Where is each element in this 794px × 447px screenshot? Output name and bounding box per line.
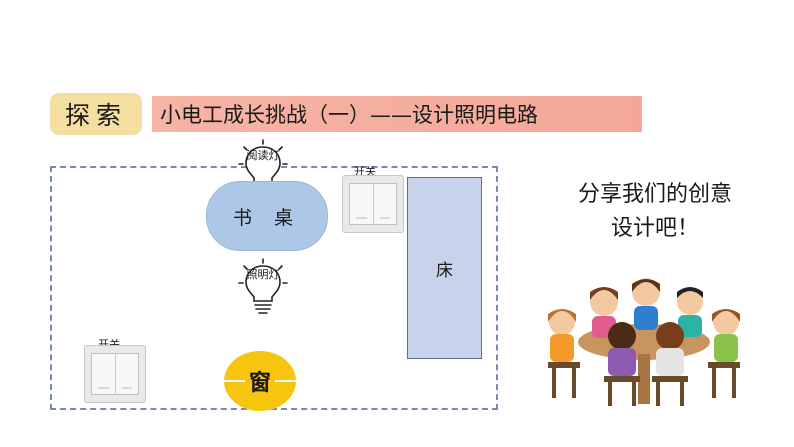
share-prompt: 分享我们的创意 设计吧！ bbox=[560, 178, 750, 246]
bed: 床 bbox=[407, 177, 482, 359]
bed-label: 床 bbox=[436, 260, 453, 281]
main-lamp-label: 照明灯 bbox=[246, 268, 280, 281]
desk-label: 书 桌 bbox=[232, 206, 302, 229]
switch-bottom-icon bbox=[84, 345, 146, 403]
desk: 书 桌 bbox=[206, 181, 328, 251]
window-label: 窗 bbox=[244, 365, 275, 397]
window: 窗 bbox=[224, 351, 296, 411]
main-lamp-bulb-icon: 照明灯 bbox=[238, 257, 288, 317]
explore-tag: 探索 bbox=[50, 93, 142, 135]
switch-top-icon bbox=[342, 175, 404, 233]
switch-top-label: 开关 bbox=[354, 165, 376, 178]
page-title: 小电工成长挑战（一）——设计照明电路 bbox=[152, 96, 642, 132]
share-line-2: 设计吧！ bbox=[610, 216, 699, 241]
share-line-1: 分享我们的创意 bbox=[577, 182, 732, 207]
reading-lamp-label: 阅读灯 bbox=[246, 149, 280, 162]
children-discussion-illustration bbox=[548, 278, 740, 406]
